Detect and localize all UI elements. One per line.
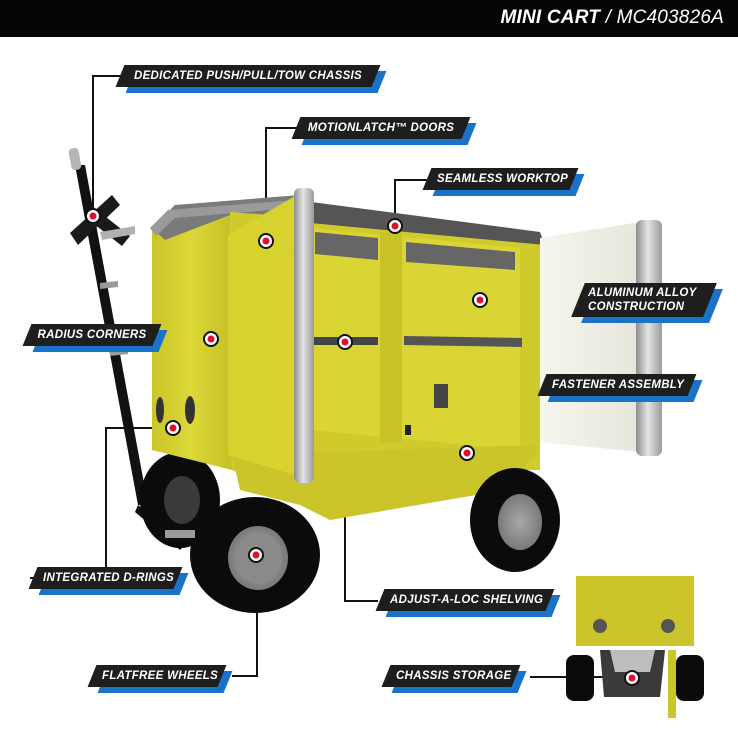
cart-side (152, 205, 232, 470)
callout-chassis-storage: CHASSIS STORAGE (381, 665, 527, 693)
callout-seamless-worktop: SEAMLESS WORKTOP (422, 168, 585, 196)
page-title: MINI CART / MC403826A (501, 7, 725, 29)
right-door (540, 222, 640, 452)
header-bar: MINI CART / MC403826A (0, 0, 738, 37)
callout-radius-corners: RADIUS CORNERS (22, 324, 168, 352)
callout-adjust-a-loc-shelving: ADJUST-A-LOC SHELVING (375, 589, 561, 617)
callout-integrated-d-rings: INTEGRATED D-RINGS (28, 567, 189, 595)
model-number: MC403826A (616, 7, 724, 28)
callout-flatfree-wheels: FLATFREE WHEELS (87, 665, 233, 693)
title-separator: / (600, 7, 617, 28)
callout-tow-chassis: DEDICATED PUSH/PULL/TOW CHASSIS (115, 65, 387, 93)
callout-motionlatch-doors: MOTIONLATCH™ DOORS (291, 117, 477, 145)
chassis-storage-inset (566, 576, 704, 718)
feature-markers (85, 208, 640, 686)
worktop (296, 200, 545, 245)
callout-fastener-assembly: FASTENER ASSEMBLY (537, 374, 703, 402)
left-door-aluminum-edge (294, 188, 314, 483)
product-name: MINI CART (500, 7, 601, 28)
shelf-right (404, 336, 522, 347)
left-door (228, 196, 295, 475)
right-door-aluminum-edge (636, 220, 662, 456)
